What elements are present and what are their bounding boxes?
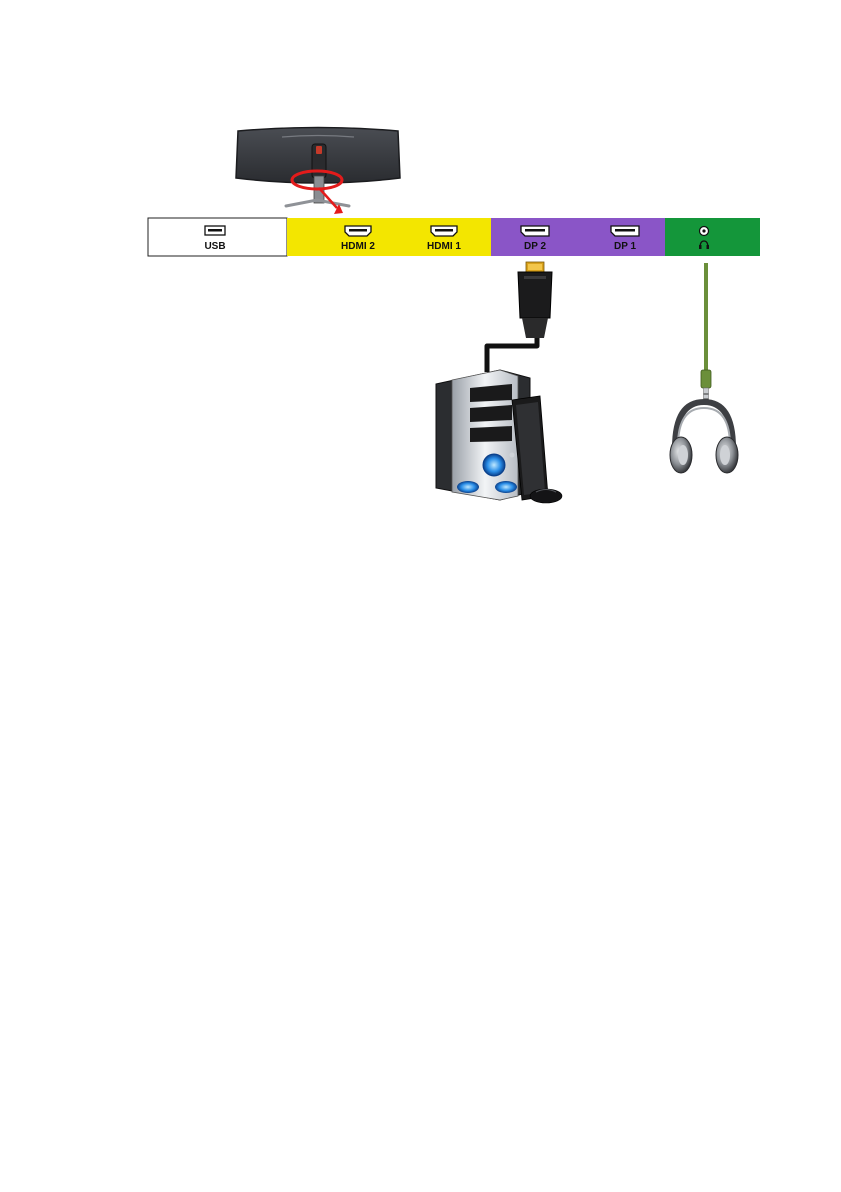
monitor-rear-illustration bbox=[236, 128, 400, 207]
panel-audio bbox=[665, 218, 760, 256]
usb-port-icon bbox=[205, 226, 225, 235]
displayport-icon bbox=[611, 226, 639, 236]
displayport-icon bbox=[521, 226, 549, 236]
audio-cable bbox=[701, 263, 711, 404]
panel-dp bbox=[491, 218, 665, 256]
port-label-usb: USB bbox=[204, 241, 225, 252]
port-label-dp2: DP 2 bbox=[524, 241, 546, 252]
port-label-hdmi1: HDMI 1 bbox=[427, 241, 461, 252]
desktop-computer-illustration bbox=[436, 370, 562, 503]
headphone-jack-icon bbox=[700, 227, 709, 236]
headphones-illustration bbox=[670, 402, 738, 473]
port-label-hdmi2: HDMI 2 bbox=[341, 241, 375, 252]
displayport-cable bbox=[487, 262, 552, 372]
port-label-dp1: DP 1 bbox=[614, 241, 636, 252]
port-strip: USB HDMI 2 HDMI 1 DP 2 DP 1 bbox=[148, 218, 760, 256]
hdmi-port-icon bbox=[345, 226, 371, 236]
hdmi-port-icon bbox=[431, 226, 457, 236]
